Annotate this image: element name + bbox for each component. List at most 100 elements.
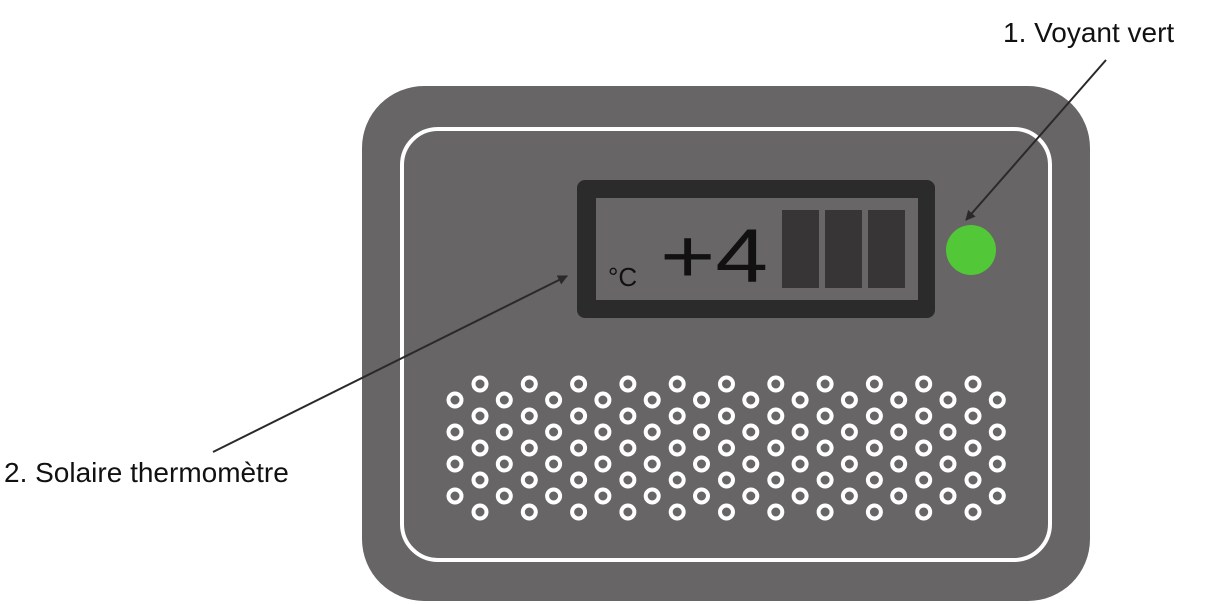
vent-hole <box>446 423 464 441</box>
vent-hole <box>570 503 588 521</box>
vent-hole <box>495 455 513 473</box>
vent-hole <box>767 375 785 393</box>
vent-hole <box>767 407 785 425</box>
vent-hole <box>939 487 957 505</box>
vent-hole <box>718 503 735 521</box>
vent-hole <box>446 455 464 473</box>
vent-hole <box>964 375 982 393</box>
vent-hole <box>915 503 933 521</box>
vent-hole <box>840 487 858 505</box>
vent-hole <box>915 471 933 489</box>
vent-hole <box>816 375 834 393</box>
vent-hole <box>643 391 661 409</box>
vent-hole <box>791 487 809 505</box>
vent-hole <box>767 439 785 457</box>
lcd-segment-block <box>782 210 819 288</box>
vent-hole <box>668 375 686 393</box>
lcd-temperature-value: +4 <box>660 214 768 299</box>
vent-hole <box>791 423 809 441</box>
vent-hole <box>446 487 464 505</box>
vent-hole <box>865 471 883 489</box>
green-light-callout-label: 1. Voyant vert <box>1003 17 1174 48</box>
vent-hole <box>816 503 834 521</box>
vent-hole <box>520 375 538 393</box>
vent-hole <box>619 375 637 393</box>
vent-hole <box>840 391 858 409</box>
vent-hole <box>446 391 464 409</box>
vent-hole <box>471 375 489 393</box>
vent-hole <box>816 439 834 457</box>
vent-hole <box>668 471 686 489</box>
vent-hole <box>816 471 834 489</box>
vent-hole <box>742 423 760 441</box>
vent-hole <box>890 391 908 409</box>
vent-hole <box>718 471 735 489</box>
vent-hole <box>570 471 588 489</box>
vent-hole <box>964 439 982 457</box>
vent-hole <box>865 439 883 457</box>
vent-hole <box>693 391 710 409</box>
vent-hole <box>471 407 489 425</box>
vent-hole <box>791 391 809 409</box>
vent-hole <box>915 407 933 425</box>
vent-hole <box>495 487 513 505</box>
vent-hole <box>742 487 760 505</box>
thermometer-callout-label: 2. Solaire thermomètre <box>4 457 289 488</box>
lcd-segment-block <box>868 210 905 288</box>
vent-hole <box>619 439 637 457</box>
vent-hole <box>545 455 563 473</box>
vent-hole <box>890 455 908 473</box>
vent-hole <box>668 407 686 425</box>
vent-hole <box>643 423 661 441</box>
lcd-unit: °C <box>608 262 637 292</box>
lcd-segment-blocks <box>782 210 905 288</box>
vent-hole <box>865 375 883 393</box>
green-indicator-led <box>946 225 996 275</box>
vent-hole <box>964 407 982 425</box>
vent-hole <box>495 423 513 441</box>
vent-hole <box>619 471 637 489</box>
vent-hole <box>988 391 1006 409</box>
vent-hole <box>767 503 785 521</box>
vent-hole <box>619 407 637 425</box>
vent-hole <box>545 487 563 505</box>
vent-hole <box>693 487 710 505</box>
vent-hole <box>939 455 957 473</box>
vent-hole <box>520 439 538 457</box>
vent-hole <box>693 455 710 473</box>
vent-hole <box>668 503 686 521</box>
vent-hole <box>742 455 760 473</box>
vent-hole <box>545 391 563 409</box>
vent-hole <box>643 487 661 505</box>
vent-hole <box>988 455 1006 473</box>
vent-hole <box>594 487 612 505</box>
vent-hole <box>668 439 686 457</box>
vent-hole <box>471 503 489 521</box>
vent-hole <box>840 455 858 473</box>
vent-hole <box>840 423 858 441</box>
vent-hole <box>520 407 538 425</box>
vent-hole <box>495 391 513 409</box>
device-body <box>362 86 1090 601</box>
vent-hole <box>767 471 785 489</box>
thermometer-callout-arrow <box>212 275 568 453</box>
vent-hole <box>915 375 933 393</box>
vent-hole <box>742 391 760 409</box>
vent-hole <box>939 391 957 409</box>
lcd-screen <box>596 198 918 300</box>
vent-hole <box>816 407 834 425</box>
vent-hole <box>643 455 661 473</box>
speaker-vent-grid <box>446 375 1006 521</box>
vent-hole <box>471 439 489 457</box>
vent-hole <box>718 439 735 457</box>
vent-hole <box>890 487 908 505</box>
vent-hole <box>693 423 710 441</box>
device-inner-border <box>400 127 1052 562</box>
vent-hole <box>520 503 538 521</box>
vent-hole <box>964 503 982 521</box>
vent-hole <box>570 407 588 425</box>
vent-hole <box>791 455 809 473</box>
vent-hole <box>890 423 908 441</box>
vent-hole <box>718 407 735 425</box>
